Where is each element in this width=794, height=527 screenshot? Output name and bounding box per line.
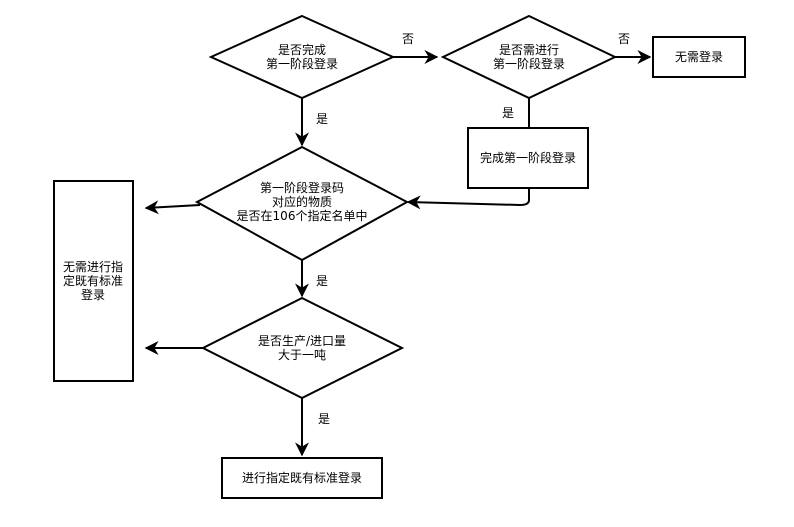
label-line: 是否需进行	[499, 43, 559, 57]
process-box	[221, 457, 383, 499]
node-no-login-label: 无需登录	[675, 49, 723, 64]
node-complete-first-label: 完成第一阶段登录	[480, 150, 576, 165]
process-box	[652, 36, 746, 78]
process-box	[467, 127, 589, 189]
label-line: 是否生产/进口量	[258, 334, 346, 348]
label-line: 登录	[81, 287, 105, 302]
node-designate: 进行指定既有标准登录	[221, 457, 383, 499]
node-no-designate: 无需进行指定既有标准登录	[53, 180, 134, 382]
node-d4-label: 是否生产/进口量大于一吨	[258, 334, 346, 362]
edge-label-d2-yes: 是	[502, 106, 514, 120]
label-line: 定既有标准	[63, 273, 123, 288]
decision-diamond	[194, 145, 410, 262]
label-line: 第一阶段登录	[266, 56, 338, 71]
label-line: 是否完成	[278, 42, 326, 57]
edge-label-d1-yes: 是	[316, 112, 328, 126]
node-d2-label: 是否需进行第一阶段登录	[493, 43, 565, 71]
label-line: 是否在106个指定名单中	[237, 208, 368, 223]
decision-diamond	[440, 14, 618, 100]
edge-label-d3-yes: 是	[316, 274, 328, 288]
node-no-designate-label: 无需进行指定既有标准登录	[63, 259, 123, 302]
node-d1: 是否完成第一阶段登录	[208, 14, 396, 100]
decision-diamond	[200, 296, 405, 400]
label-line: 对应的物质	[272, 194, 332, 209]
node-designate-label: 进行指定既有标准登录	[242, 470, 362, 485]
node-d3: 第一阶段登录码对应的物质是否在106个指定名单中	[194, 145, 410, 262]
edge-label-d2-no: 否	[618, 32, 630, 46]
node-d4: 是否生产/进口量大于一吨	[200, 296, 405, 400]
process-box	[53, 180, 134, 382]
node-d2: 是否需进行第一阶段登录	[440, 14, 618, 100]
node-no-login: 无需登录	[652, 36, 746, 78]
edge-label-d4-yes: 是	[318, 412, 330, 426]
decision-diamond	[208, 14, 396, 100]
node-complete-first: 完成第一阶段登录	[467, 127, 589, 189]
label-line: 第一阶段登录	[493, 56, 565, 71]
label-line: 完成第一阶段登录	[480, 150, 576, 165]
label-line: 无需进行指	[63, 259, 123, 274]
node-d1-label: 是否完成第一阶段登录	[266, 42, 338, 71]
edge-complete-first-to-d3	[406, 189, 530, 210]
node-d3-label: 第一阶段登录码对应的物质是否在106个指定名单中	[237, 180, 368, 223]
edges	[144, 50, 652, 457]
edge-labels: 否 否 是 是 是 是	[316, 32, 630, 426]
edge-label-d1-no: 否	[402, 32, 414, 46]
label-line: 进行指定既有标准登录	[242, 470, 362, 485]
label-line: 无需登录	[675, 49, 723, 64]
label-line: 大于一吨	[278, 348, 326, 362]
label-line: 第一阶段登录码	[260, 180, 344, 195]
edge-d3-to-no-designate	[144, 200, 201, 215]
